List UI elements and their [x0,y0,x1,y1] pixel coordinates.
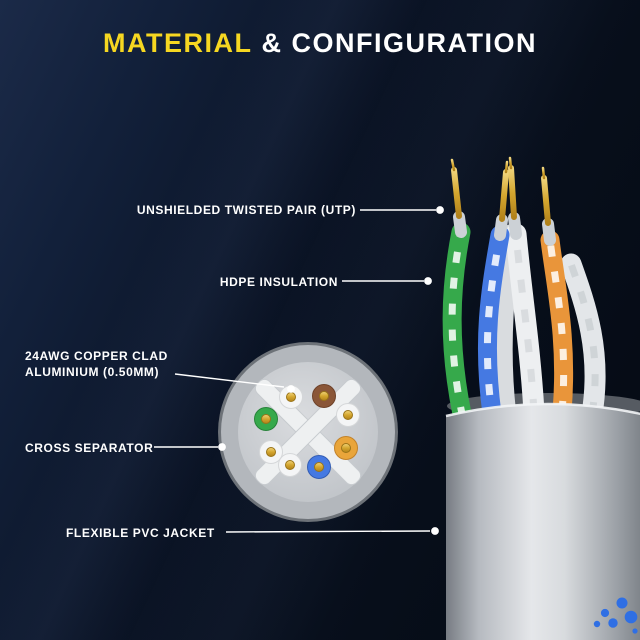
cross-section-inset [218,342,398,522]
page-title: MATERIAL & CONFIGURATION [0,28,640,59]
callout-awg: 24AWG COPPER CLAD ALUMINIUM (0.50MM) [25,348,168,380]
cable-illustration [442,156,640,640]
callout-cross-separator: CROSS SEPARATOR [25,441,154,455]
callout-pvc-jacket: FLEXIBLE PVC JACKET [66,526,215,540]
title-highlight: MATERIAL [103,28,253,58]
twisted-pair-strands [442,222,606,425]
inset-core [238,362,378,502]
pvc-jacket-body [446,404,640,640]
brand-logo-icon [593,597,638,634]
leader-lines [154,206,444,535]
jacket-rim-highlight [445,402,640,418]
cross-separator-shape [254,378,362,486]
title-rest: & CONFIGURATION [261,28,537,58]
inset-jacket-ring [221,345,395,519]
callout-utp: UNSHIELDED TWISTED PAIR (UTP) [136,203,356,217]
inset-wires [254,384,360,479]
jacket-opening [447,393,640,419]
callout-awg-line2: ALUMINIUM (0.50MM) [25,365,160,379]
copper-tips [450,156,556,246]
callout-awg-line1: 24AWG COPPER CLAD [25,349,168,363]
callout-hdpe: HDPE INSULATION [219,275,338,289]
